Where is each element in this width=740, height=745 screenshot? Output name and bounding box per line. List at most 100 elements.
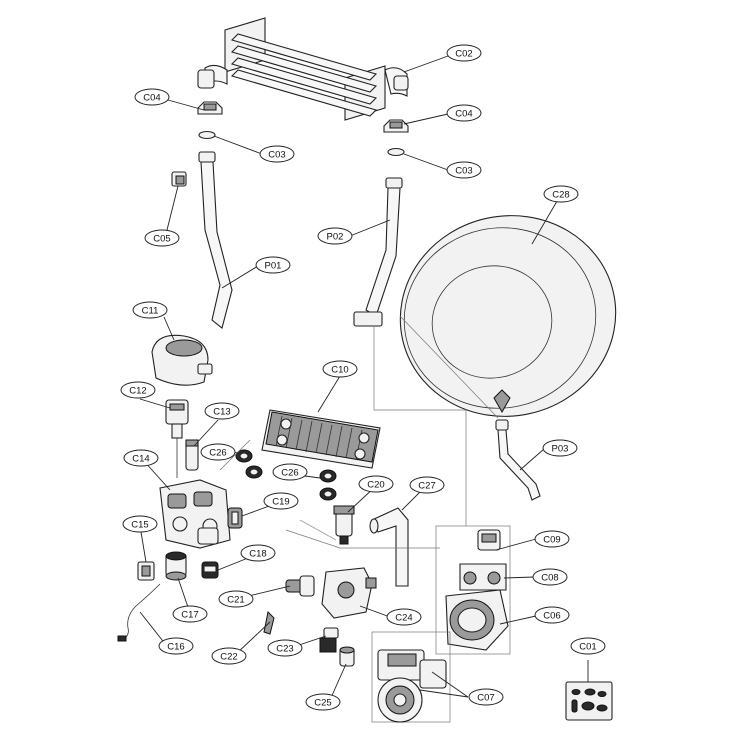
label-c08-text: C08 — [541, 573, 558, 584]
label-c03-left-text: C03 — [268, 150, 285, 161]
label-c20: C20 — [358, 475, 394, 493]
label-c14: C14 — [123, 449, 159, 467]
label-c27-text: C27 — [418, 481, 435, 492]
pipe-p03 — [495, 419, 541, 501]
valve-body-c24 — [321, 567, 377, 619]
label-p02: P02 — [317, 227, 353, 245]
hydraulic-body — [159, 479, 231, 549]
label-c26-right-text: C26 — [281, 468, 298, 479]
label-c01-text: C01 — [579, 642, 596, 653]
label-c20-text: C20 — [367, 480, 384, 491]
label-c02: C02 — [446, 44, 482, 62]
diverter-actuator — [151, 334, 213, 386]
label-c16: C16 — [158, 637, 194, 655]
label-c02-text: C02 — [455, 49, 472, 60]
label-c05-text: C05 — [153, 234, 170, 245]
label-c09-text: C09 — [543, 535, 560, 546]
seal-rings-right — [319, 469, 337, 501]
seal-kit — [565, 681, 613, 721]
heat-exchanger — [197, 17, 409, 121]
label-c24: C24 — [386, 608, 422, 626]
label-c12-text: C12 — [129, 386, 146, 397]
label-c25: C25 — [305, 693, 341, 711]
diverter-cartridge — [165, 399, 189, 478]
clip-c15 — [137, 561, 155, 581]
o-ring-right — [387, 147, 405, 157]
label-c03-left: C03 — [259, 145, 295, 163]
label-p02-text: P02 — [327, 232, 344, 243]
fitting-c18 — [201, 561, 219, 579]
label-c18-text: C18 — [249, 549, 266, 560]
plate-heat-exchanger — [261, 409, 381, 469]
label-c13-text: C13 — [213, 407, 230, 418]
label-c23-text: C23 — [276, 644, 293, 655]
label-c10-text: C10 — [331, 365, 348, 376]
fitting-c25 — [339, 646, 355, 667]
label-c04-right-text: C04 — [455, 109, 472, 120]
label-c04-left: C04 — [134, 88, 170, 106]
clip-left — [197, 101, 223, 115]
label-c21-text: C21 — [227, 595, 244, 606]
label-p01-text: P01 — [265, 261, 282, 272]
label-c26-left: C26 — [200, 443, 236, 461]
label-c21: C21 — [218, 590, 254, 608]
label-p03: P03 — [542, 439, 578, 457]
pump-motor — [371, 631, 451, 723]
label-c11: C11 — [132, 301, 168, 319]
leader-lines — [139, 55, 589, 701]
label-c03-right-text: C03 — [455, 166, 472, 177]
label-c07-text: C07 — [477, 693, 494, 704]
wire-connector — [117, 635, 127, 642]
fitting-c19 — [227, 507, 243, 529]
clip-right — [383, 119, 409, 133]
label-p01: P01 — [255, 256, 291, 274]
fitting-c17 — [165, 551, 187, 581]
label-c22: C22 — [211, 647, 247, 665]
bypass-pipe-c27 — [369, 507, 409, 587]
label-c08: C08 — [532, 568, 568, 586]
label-c12: C12 — [120, 381, 156, 399]
label-c18: C18 — [240, 544, 276, 562]
sensor-wire — [121, 583, 161, 641]
label-c19-text: C19 — [272, 497, 289, 508]
label-c16-text: C16 — [167, 642, 184, 653]
label-c26-left-text: C26 — [209, 448, 226, 459]
valve-c20 — [333, 505, 355, 545]
small-fitting — [171, 171, 187, 187]
filter-c23 — [319, 627, 339, 653]
label-c17: C17 — [172, 605, 208, 623]
label-c03-right: C03 — [446, 161, 482, 179]
label-c05: C05 — [144, 229, 180, 247]
label-c23: C23 — [267, 639, 303, 657]
label-c01: C01 — [570, 637, 606, 655]
label-c15: C15 — [122, 515, 158, 533]
label-c26-right: C26 — [272, 463, 308, 481]
assembly-guide-lines — [219, 315, 499, 549]
label-c04-left-text: C04 — [143, 93, 160, 104]
label-c06-text: C06 — [543, 611, 560, 622]
label-c24-text: C24 — [395, 613, 412, 624]
label-c06: C06 — [534, 606, 570, 624]
label-c19: C19 — [263, 492, 299, 510]
label-c04-right: C04 — [446, 104, 482, 122]
label-c17-text: C17 — [181, 610, 198, 621]
label-c25-text: C25 — [314, 698, 331, 709]
sensor — [185, 439, 199, 471]
label-c14-text: C14 — [132, 454, 149, 465]
seal-rings-left — [235, 449, 263, 479]
label-c28-text: C28 — [552, 190, 569, 201]
o-ring-left — [198, 130, 216, 140]
label-p03-text: P03 — [552, 444, 569, 455]
label-c11-text: C11 — [142, 306, 159, 317]
pipe-p01 — [198, 151, 233, 329]
label-c07: C07 — [468, 688, 504, 706]
label-c15-text: C15 — [131, 520, 148, 531]
label-c28: C28 — [543, 185, 579, 203]
label-c10: C10 — [322, 360, 358, 378]
pipe-p02 — [353, 177, 403, 327]
label-c09: C09 — [534, 530, 570, 548]
valve-c21 — [285, 575, 315, 597]
expansion-vessel — [399, 215, 617, 417]
pump-housing — [435, 525, 511, 655]
